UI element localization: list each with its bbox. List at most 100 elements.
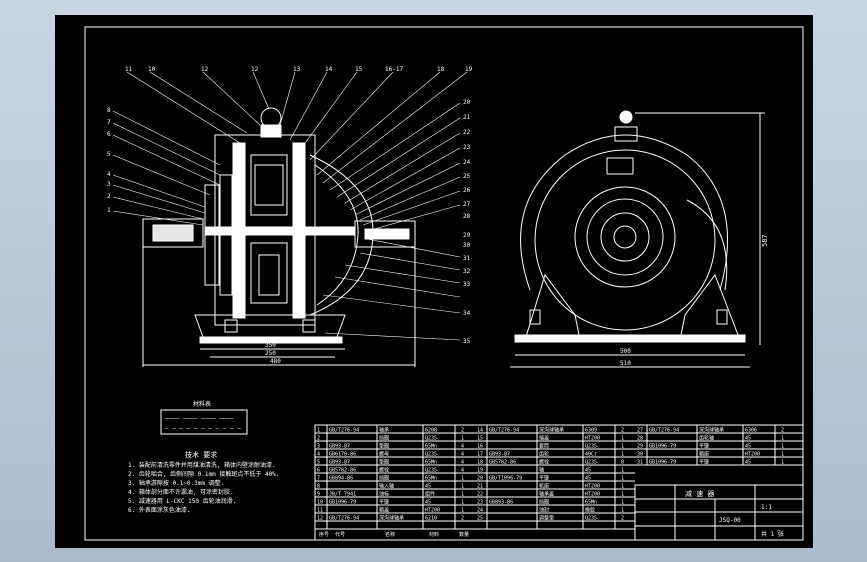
parts-row-number: 3	[317, 444, 320, 450]
base-right	[679, 273, 741, 341]
parts-cell: 平键	[539, 475, 549, 482]
parts-cell: 平键	[699, 459, 709, 466]
parts-cell: 6309	[585, 428, 597, 434]
leader-lines	[112, 71, 468, 341]
legend-row-2: — — — — — — — — — — —	[165, 425, 241, 432]
side-view: 587 500 510	[510, 110, 769, 368]
balloon-label: 31	[463, 255, 471, 262]
parts-cell: 挡圈	[539, 499, 549, 506]
parts-row-number: 28	[637, 436, 643, 442]
parts-cell: 1	[781, 436, 784, 442]
parts-row-number: 12	[317, 516, 323, 522]
parts-cell: JB/T 7941	[329, 492, 356, 498]
parts-cell: HT200	[425, 508, 440, 514]
parts-cell: 1	[461, 484, 464, 490]
balloon-label: 24	[463, 159, 471, 166]
balloon-label: 18	[437, 66, 445, 73]
balloon-label: 11	[125, 66, 133, 73]
title-block: 减 速 器 1:1 JSQ-00 共 1 张	[634, 484, 804, 541]
upper-gear	[250, 154, 288, 216]
parts-cell: HT200	[745, 452, 760, 458]
title-name: 减 速 器	[685, 489, 714, 498]
parts-cell: 2	[621, 516, 624, 522]
parts-cell: 45	[585, 468, 591, 474]
parts-cell: 2	[461, 428, 464, 434]
housing-arc-right	[309, 154, 374, 316]
parts-cell: GB6170-86	[329, 452, 356, 458]
parts-cell: 螺栓	[379, 467, 389, 474]
parts-cell: 1	[461, 500, 464, 506]
parts-cell: 螺栓	[539, 459, 549, 466]
parts-row-number: 19	[477, 468, 483, 474]
drawing-canvas: 350 250 480	[84, 26, 804, 541]
parts-cell: 1	[781, 460, 784, 466]
parts-cell: 45	[585, 476, 591, 482]
parts-cell: 挡圈	[379, 475, 389, 482]
parts-cell: 1	[621, 500, 624, 506]
parts-cell: 65Mn	[585, 500, 597, 506]
drawing-sheet: 350 250 480	[55, 15, 813, 548]
shaft-bore	[613, 225, 637, 249]
parts-cell: 端盖	[539, 435, 549, 442]
parts-cell: 1	[621, 476, 624, 482]
parts-header-cell: 数量	[459, 531, 469, 538]
parts-cell: GB93-87	[489, 452, 510, 458]
parts-cell: 45	[425, 500, 431, 506]
parts-cell: HT200	[585, 484, 600, 490]
parts-cell: 轴	[539, 467, 544, 474]
tech-requirements: 技术 要求 1. 装配前清洗零件并用煤油清洗, 箱体内壁涂耐油漆. 2. 齿轮啮…	[128, 450, 279, 514]
parts-row-number: 6	[317, 468, 320, 474]
vent-cap	[619, 110, 633, 124]
parts-cell: 4	[461, 468, 464, 474]
dim-side-height: 587	[761, 234, 769, 247]
base-left	[524, 273, 581, 341]
parts-cell: 2	[781, 428, 784, 434]
balloon-label: 8	[107, 107, 111, 114]
inspection-cover	[606, 157, 634, 175]
parts-cell: 橡胶	[585, 507, 595, 514]
parts-row-number: 8	[317, 484, 320, 490]
parts-row-number: 5	[317, 460, 320, 466]
parts-cell: Q235	[425, 452, 437, 458]
balloon-label: 15	[355, 66, 363, 73]
balloon-label: 25	[463, 173, 471, 180]
parts-cell: 油标	[379, 491, 389, 498]
parts-row-number: 27	[637, 428, 643, 434]
left-flange	[219, 174, 233, 296]
lower-gear	[250, 242, 288, 304]
parts-row-number: 14	[477, 428, 483, 434]
parts-row-number: 20	[477, 476, 483, 482]
parts-row-number: 17	[477, 452, 483, 458]
bearing-inner	[600, 212, 650, 262]
balloon-label: 35	[463, 338, 471, 345]
parts-row-number: 22	[477, 492, 483, 498]
housing-outer-circle	[534, 149, 716, 331]
parts-cell: Q235	[585, 516, 597, 522]
balloon-label: 13	[293, 66, 301, 73]
parts-cell: 8	[621, 460, 624, 466]
parts-row-number: 9	[317, 492, 320, 498]
parts-cell: 4	[461, 452, 464, 458]
parts-cell: GB1096-79	[329, 500, 356, 506]
parts-cell: 垫圈	[379, 443, 389, 450]
parts-cell: 45	[745, 460, 751, 466]
legend-row-1: ———— ———— ———— ————	[165, 415, 234, 422]
parts-cell: 1	[621, 444, 624, 450]
parts-cell: GB894-86	[329, 476, 353, 482]
parts-cell: 1	[461, 476, 464, 482]
parts-cell: GB/T1096-79	[489, 476, 522, 482]
tech-title: 技术 要求	[185, 450, 217, 459]
parts-cell: 轴承盖	[539, 491, 554, 498]
parts-cell: 齿轮轴	[699, 435, 714, 442]
balloon-label: 12	[251, 66, 259, 73]
parts-cell: 挡圈	[379, 435, 389, 442]
parts-row-number: 23	[477, 500, 483, 506]
balloon-label: 23	[463, 144, 471, 151]
tech-line: 1. 装配前清洗零件并用煤油清洗, 箱体内壁涂耐油漆.	[128, 461, 276, 469]
balloon-label: 7	[107, 119, 111, 126]
parts-cell: 机座	[539, 483, 549, 490]
housing-outer-arc	[520, 134, 729, 291]
parts-cell: GB/T276-94	[649, 428, 679, 434]
